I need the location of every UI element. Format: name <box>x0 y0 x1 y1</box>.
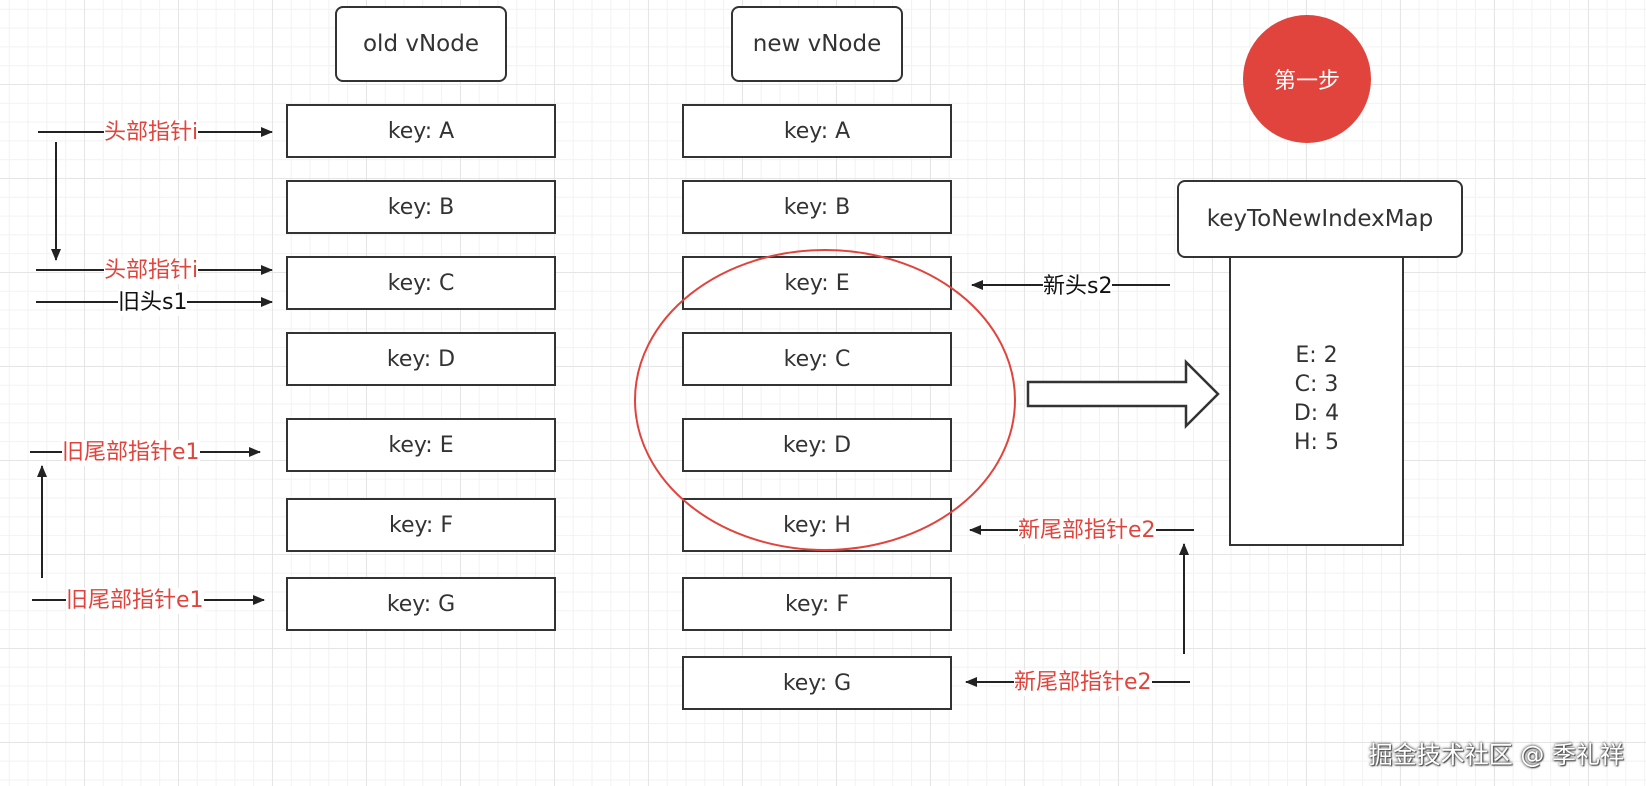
new-node-f: key: F <box>682 577 952 631</box>
old-tail-pointer-label-1: 旧尾部指针e1 <box>62 440 200 466</box>
new-tail-pointer-label-1: 新尾部指针e2 <box>1018 518 1156 544</box>
watermark: 掘金技术社区 @ 季礼祥 <box>1368 741 1624 769</box>
step-badge: 第一步 <box>1243 15 1371 143</box>
new-head-s2-label: 新头s2 <box>1043 274 1113 300</box>
new-node-c: key: C <box>682 332 952 386</box>
new-vnode-header: new vNode <box>731 6 903 82</box>
new-node-d: key: D <box>682 418 952 472</box>
old-tail-pointer-label-2: 旧尾部指针e1 <box>66 588 204 614</box>
new-node-b: key: B <box>682 180 952 234</box>
key-map-title: keyToNewIndexMap <box>1177 180 1463 258</box>
new-node-h: key: H <box>682 498 952 552</box>
key-map-entry-d: D: 4 <box>1293 401 1340 426</box>
old-node-f: key: F <box>286 498 556 552</box>
old-head-s1-label: 旧头s1 <box>118 290 188 316</box>
old-node-a: key: A <box>286 104 556 158</box>
old-node-c: key: C <box>286 256 556 310</box>
key-map-entry-c: C: 3 <box>1294 372 1339 397</box>
head-pointer-label-1: 头部指针i <box>104 120 199 146</box>
block-arrow-to-map <box>1026 358 1220 430</box>
new-node-g: key: G <box>682 656 952 710</box>
old-vnode-header: old vNode <box>335 6 507 82</box>
new-node-a: key: A <box>682 104 952 158</box>
head-pointer-label-2: 头部指针i <box>104 258 199 284</box>
key-map-body: E: 2 C: 3 D: 4 H: 5 <box>1229 258 1404 546</box>
key-map-entry-h: H: 5 <box>1294 430 1339 455</box>
key-map-entries: E: 2 C: 3 D: 4 H: 5 <box>1231 341 1402 457</box>
unknown-sequence-ellipse <box>634 249 1016 551</box>
old-node-g: key: G <box>286 577 556 631</box>
old-node-e: key: E <box>286 418 556 472</box>
key-map-entry-e: E: 2 <box>1295 343 1338 368</box>
old-node-d: key: D <box>286 332 556 386</box>
new-tail-pointer-label-2: 新尾部指针e2 <box>1014 670 1152 696</box>
old-node-b: key: B <box>286 180 556 234</box>
